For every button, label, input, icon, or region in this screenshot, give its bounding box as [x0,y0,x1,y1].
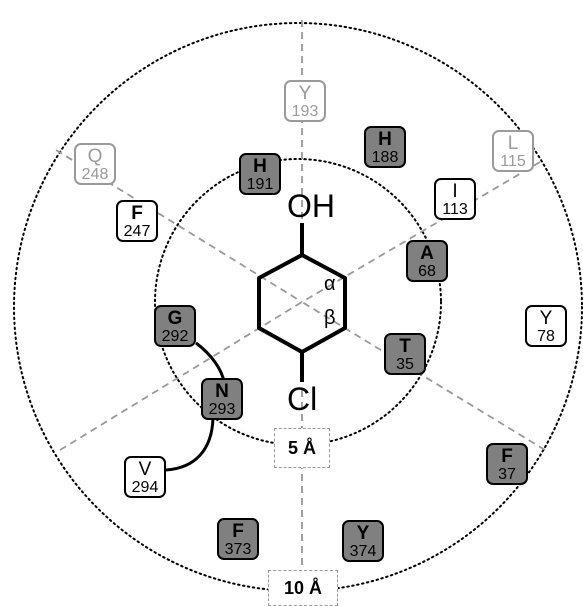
oh-group-label: OH [287,188,335,224]
residue-letter: Y [539,308,553,329]
residue-number: 292 [161,328,189,345]
backbone-link-g292-n293 [195,341,226,383]
residue-letter: V [138,459,152,480]
residue-number: 374 [349,543,377,560]
residue-number: 293 [208,401,236,418]
diagonal-divider-upper-right [301,161,541,303]
residue-letter: A [420,243,434,264]
residue-y78: Y 78 [525,305,567,347]
residue-f37: F 37 [486,443,528,485]
residue-letter: Q [87,146,103,167]
residue-a68: A 68 [406,240,448,282]
residue-letter: F [131,203,143,224]
residue-l115: L 115 [492,130,534,172]
residue-number: 35 [396,356,414,373]
residue-number: 193 [291,103,319,120]
residue-letter: F [232,521,244,542]
residue-f373: F 373 [217,518,259,560]
benzene-ring [257,253,347,354]
distance-label-5a: 5 Å [274,428,330,468]
residue-letter: T [399,336,411,357]
backbone-link-n293-v294 [165,417,215,472]
residue-letter: G [167,308,183,329]
residue-t35: T 35 [384,333,426,375]
residue-number: 37 [498,466,516,483]
residue-g292: G 292 [154,305,196,347]
residue-number: 247 [123,223,151,240]
diagonal-divider-lower-right [301,301,546,451]
residue-number: 248 [81,166,109,183]
residue-number: 115 [500,153,526,170]
residue-number: 294 [131,479,159,496]
residue-h191: H 191 [239,153,281,195]
beta-position-label: β [324,307,336,329]
residue-v294: V 294 [124,456,166,498]
residue-number: 68 [418,263,436,280]
residue-y374: Y 374 [342,520,384,562]
residue-number: 188 [371,149,399,166]
residue-number: 191 [246,176,274,193]
alpha-position-label: α [324,273,336,295]
residue-number: 373 [224,541,252,558]
residue-letter: H [378,129,392,150]
residue-letter: I [452,181,458,202]
distance-label-10a: 10 Å [268,570,338,606]
residue-i113: I 113 [434,178,476,220]
residue-letter: L [507,133,519,154]
residue-q248: Q 248 [74,143,116,185]
chlorophenol-molecule [257,223,347,382]
residue-letter: H [253,156,267,177]
residue-number: 113 [442,201,468,218]
residue-letter: Y [356,523,370,544]
residue-n293: N 293 [201,378,243,420]
residue-letter: N [215,381,229,402]
residue-letter: F [501,446,513,467]
residue-y193: Y 193 [284,80,326,122]
residue-h188: H 188 [364,126,406,168]
residue-f247: F 247 [116,200,158,242]
cl-group-label: Cl [287,381,318,417]
residue-number: 78 [537,328,555,345]
residue-letter: Y [298,83,312,104]
